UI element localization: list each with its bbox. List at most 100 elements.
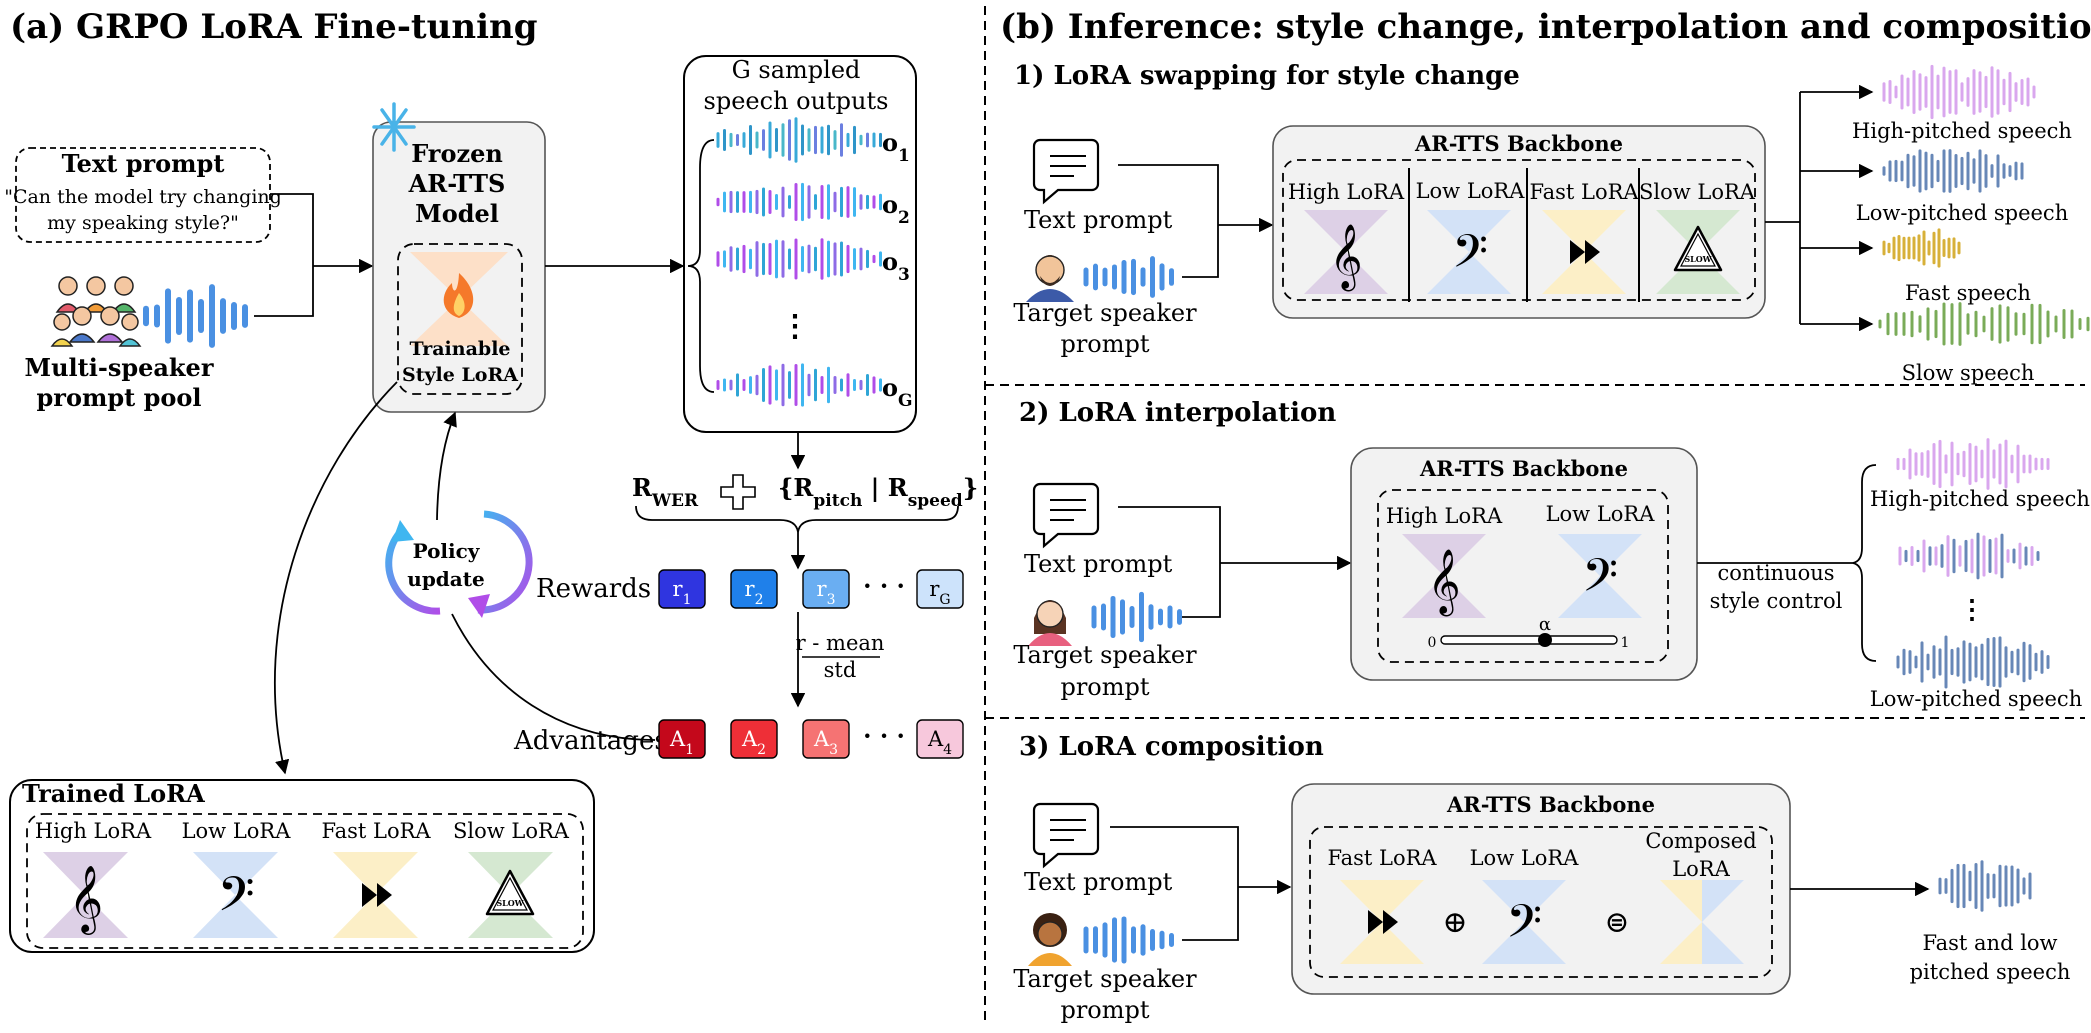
s2-low-lora-shape <box>1558 534 1642 618</box>
norm-numerator: r - mean <box>796 631 885 655</box>
reward-pitch-speed: {Rpitch | Rspeed} <box>778 473 978 511</box>
s1-fast-lora-shape <box>1542 210 1626 294</box>
s3-lora-container <box>1309 826 1773 978</box>
slider-max-label: 1 <box>1621 635 1630 651</box>
s2-high-waveform <box>1896 438 2050 490</box>
reward-label-1: r1 <box>673 577 692 608</box>
rewards-label: Rewards <box>536 574 651 604</box>
s1-fast-waveform <box>1882 228 1961 268</box>
reward-box-G <box>916 569 964 609</box>
reward-label-2: r2 <box>745 577 764 608</box>
s2-high-lora-shape <box>1402 534 1486 618</box>
refresh-cycle-icon <box>385 510 533 618</box>
reward-box-1 <box>658 569 706 609</box>
section2-title: 2) LoRA interpolation <box>1019 398 1336 428</box>
reward-wer: RWER <box>632 473 699 511</box>
s3-speaker-connector <box>1182 887 1239 941</box>
norm-denominator: std <box>824 658 857 682</box>
s1-text-prompt-label: Text prompt <box>1024 206 1173 234</box>
s3-speaker-waveform <box>1083 916 1174 964</box>
trained-lora-label-high: High LoRA <box>35 819 152 843</box>
outputs-vertical-dots: ⋮ <box>780 309 810 344</box>
s1-output-fast: Fast speech <box>1905 281 2031 305</box>
text-prompt-box <box>15 147 271 243</box>
s2-low-waveform <box>1896 635 2050 689</box>
speaker-avatar-icon-2 <box>1028 600 1072 646</box>
fire-icon <box>443 273 474 318</box>
output-label-G: oG <box>882 373 913 411</box>
s1-speaker-waveform <box>1083 256 1174 298</box>
output-waveform-3 <box>716 238 882 280</box>
slider-min-label: 0 <box>1428 635 1437 651</box>
s2-speaker-line2: prompt <box>1060 673 1149 701</box>
model-to-trained-arrow <box>274 381 398 775</box>
trained-high-lora-shape <box>43 852 128 938</box>
advantages-to-policy-line <box>451 613 656 741</box>
policy-to-model-arrow <box>436 411 457 521</box>
continuous-line2: style control <box>1710 589 1843 613</box>
output-label-1: o1 <box>882 128 910 166</box>
trained-lora-label-slow: Slow LoRA <box>453 819 570 843</box>
s1-lora-label-low: Low LoRA <box>1416 179 1526 203</box>
sampled-line1: G sampled <box>732 56 861 84</box>
treble-clef-icon: 𝄞 <box>69 864 103 935</box>
outputs-brace <box>687 139 715 393</box>
s2-treble-clef-icon: 𝄞 <box>1427 549 1460 616</box>
snowflake-icon <box>372 102 416 152</box>
s3-lora-label-fast: Fast LoRA <box>1327 846 1437 870</box>
equals-operator-icon: ⊜ <box>1604 905 1629 940</box>
s3-text-prompt-label: Text prompt <box>1024 868 1173 896</box>
s3-fast-forward-icon <box>1368 910 1398 934</box>
advantages-ellipsis: · · · <box>863 721 905 750</box>
frozen-line1: Frozen <box>411 139 503 168</box>
trained-lora-label-low: Low LoRA <box>182 819 292 843</box>
trainable-line2: Style LoRA <box>402 364 518 386</box>
slow-sign-icon: SLOW <box>485 869 535 916</box>
s1-lora-label-slow: Slow LoRA <box>1639 180 1756 204</box>
s3-output-line2: pitched speech <box>1910 960 2071 984</box>
s3-output-line1: Fast and low <box>1922 931 2057 955</box>
s2-text-connector <box>1118 506 1221 563</box>
composed-lora-fast-half <box>1660 880 1702 964</box>
composed-line1: Composed <box>1645 829 1756 853</box>
s1-slow-sign-text: SLOW <box>1684 254 1712 264</box>
panel-b-title: (b) Inference: style change, interpolati… <box>1000 7 2091 47</box>
s1-high-waveform <box>1882 64 2036 120</box>
s2-speaker-waveform <box>1091 591 1182 643</box>
advantages-label: Advantages <box>513 726 668 756</box>
plus-icon <box>720 474 756 510</box>
s1-fast-forward-icon <box>1570 240 1600 264</box>
trained-slow-lora-shape <box>468 852 553 938</box>
s2-output-low: Low-pitched speech <box>1870 687 2082 711</box>
s2-output-brace <box>1852 464 1877 662</box>
sampled-outputs-box <box>683 55 917 433</box>
s1-treble-clef-icon: 𝄞 <box>1329 224 1362 291</box>
s3-backbone-title: AR-TTS Backbone <box>1446 792 1655 817</box>
chat-bubble-icon-1 <box>1032 138 1100 205</box>
s1-slow-lora-shape <box>1656 210 1740 294</box>
output-label-3: o3 <box>882 247 910 285</box>
reward-label-G: rG <box>929 577 950 608</box>
s1-speaker-line1: Target speaker <box>1013 299 1197 327</box>
alpha-slider-track[interactable] <box>1440 635 1618 645</box>
s2-text-prompt-label: Text prompt <box>1024 550 1173 578</box>
s2-lora-label-high: High LoRA <box>1386 504 1503 528</box>
trained-lora-label-fast: Fast LoRA <box>321 819 431 843</box>
fast-forward-icon <box>362 883 392 907</box>
trainable-lora-box <box>397 243 523 395</box>
alpha-slider-knob[interactable] <box>1538 633 1552 647</box>
advantage-label-2: A2 <box>741 727 766 758</box>
policy-line2: update <box>407 567 484 591</box>
composed-line2: LoRA <box>1672 857 1730 881</box>
trainable-line1: Trainable <box>409 338 510 360</box>
output-waveform-1 <box>716 117 882 163</box>
alpha-label: α <box>1539 614 1551 635</box>
composed-lora-low-half <box>1702 880 1744 964</box>
sampled-line2: speech outputs <box>704 87 889 115</box>
section1-title: 1) LoRA swapping for style change <box>1014 61 1520 91</box>
s3-bass-clef-icon: 𝄢 <box>1506 895 1542 960</box>
s1-speaker-connector <box>1182 225 1219 278</box>
text-prompt-title: Text prompt <box>62 149 225 178</box>
s1-text-connector <box>1118 164 1219 225</box>
s3-text-connector <box>1110 826 1239 887</box>
